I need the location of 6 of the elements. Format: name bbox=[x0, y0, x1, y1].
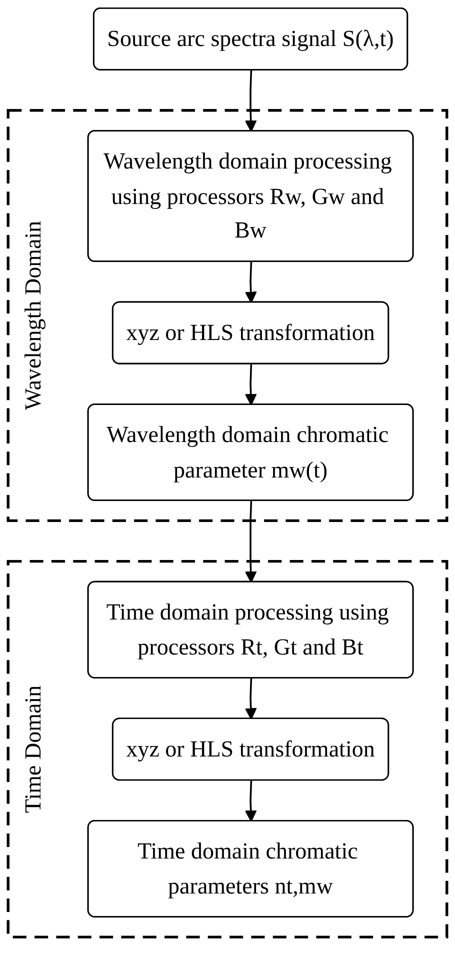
arrow bbox=[244, 678, 257, 720]
arrow bbox=[244, 262, 257, 304]
arrow bbox=[244, 364, 257, 406]
arrow bbox=[244, 70, 257, 132]
arrow bbox=[244, 501, 257, 583]
arrow bbox=[244, 780, 257, 822]
